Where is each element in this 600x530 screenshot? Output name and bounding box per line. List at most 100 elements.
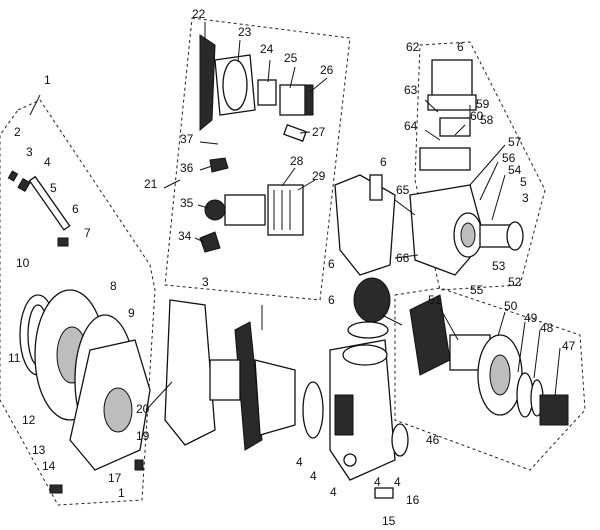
bevel-gear-part [209, 157, 229, 173]
callout-4-e: 4 [330, 485, 337, 499]
callouts: 1 2 3 4 5 6 7 8 9 10 11 12 13 14 17 1 19… [8, 7, 576, 528]
callout-19: 19 [136, 429, 150, 443]
side-gear-part [199, 231, 221, 253]
group-frame-top-right [414, 41, 546, 291]
callout-60: 60 [470, 109, 484, 123]
callout-59: 59 [476, 97, 490, 111]
callout-24: 24 [260, 42, 274, 56]
housing-top-bore [342, 344, 388, 366]
callout-34: 34 [178, 229, 192, 243]
callout-66: 66 [396, 251, 410, 265]
bottom-right-assembly [409, 294, 569, 426]
shaft-part [28, 175, 71, 231]
ring-gear-part [234, 321, 263, 451]
callout-2: 2 [14, 125, 21, 139]
callout-62: 62 [406, 40, 420, 54]
valve-block-part [431, 59, 473, 101]
callout-51: 51 [428, 293, 442, 307]
center-motor [334, 174, 396, 339]
callout-6-motor: 6 [380, 155, 387, 169]
callout-22: 22 [192, 7, 206, 21]
callout-7: 7 [84, 226, 91, 240]
callout-1: 1 [44, 73, 51, 87]
motor-output-shaft [369, 174, 383, 201]
callout-5-right: 5 [520, 175, 527, 189]
callout-4: 4 [44, 155, 51, 169]
side-plug-part [391, 423, 409, 457]
carrier-hub [222, 59, 248, 111]
callout-54: 54 [508, 163, 522, 177]
callout-21: 21 [144, 177, 158, 191]
callout-12: 12 [22, 413, 36, 427]
callout-15: 15 [382, 514, 396, 528]
callout-17: 17 [108, 471, 122, 485]
callout-1-bottom: 1 [118, 486, 125, 500]
pinion-washer-part [347, 321, 389, 339]
callout-6-pinion: 6 [328, 293, 335, 307]
needle-bearing-part [267, 184, 304, 236]
callout-50: 50 [504, 299, 518, 313]
callout-26: 26 [320, 63, 334, 77]
side-flange-part [164, 299, 216, 446]
callout-25: 25 [284, 51, 298, 65]
callout-6: 6 [72, 202, 79, 216]
nameplate-part [374, 487, 394, 499]
callout-4-b: 4 [310, 469, 317, 483]
top-center-assembly [199, 34, 314, 253]
callout-64: 64 [404, 119, 418, 133]
hydraulic-motor-part [334, 174, 396, 276]
callout-13: 13 [32, 443, 46, 457]
callout-63: 63 [404, 83, 418, 97]
callout-56: 56 [502, 151, 516, 165]
left-assembly [7, 170, 151, 494]
callout-3-right: 3 [522, 191, 529, 205]
manifold-plate-part [419, 147, 471, 171]
callout-16: 16 [406, 493, 420, 507]
callout-29: 29 [312, 169, 326, 183]
key-part [57, 237, 69, 247]
bolt-part [49, 484, 63, 494]
callout-46: 46 [426, 433, 440, 447]
callout-10: 10 [16, 256, 30, 270]
callout-65: 65 [396, 183, 410, 197]
gear-shaft-part [224, 194, 266, 226]
callout-20: 20 [136, 402, 150, 416]
valve-spool-part [439, 117, 471, 137]
bearing-part [279, 84, 306, 116]
callout-8: 8 [110, 279, 117, 293]
callout-3: 3 [26, 145, 33, 159]
pin-27-part [283, 124, 307, 142]
spider-gear-part [204, 199, 226, 221]
callout-6-top: 6 [457, 40, 464, 54]
group-frame-bottom-right [394, 287, 586, 471]
crown-gear-part [409, 294, 451, 376]
gear-ring-part [199, 34, 216, 132]
callout-36: 36 [180, 161, 194, 175]
housing-slot-part [334, 394, 354, 436]
callout-3-center: 3 [202, 275, 209, 289]
leader-lines [29, 22, 561, 411]
output-spline-part [209, 359, 241, 401]
callout-35: 35 [180, 196, 194, 210]
motor-seal-part [506, 221, 524, 251]
callout-47: 47 [562, 339, 576, 353]
callout-27: 27 [312, 125, 326, 139]
callout-48: 48 [540, 321, 554, 335]
callout-53: 53 [492, 259, 506, 273]
group-frame-top-center [164, 17, 351, 301]
callout-57: 57 [508, 135, 522, 149]
callout-23: 23 [238, 25, 252, 39]
main-gearbox [164, 299, 409, 499]
housing-bore [103, 387, 133, 433]
retaining-ring-part [304, 84, 314, 116]
callout-9: 9 [128, 306, 135, 320]
end-nut-part [539, 394, 569, 426]
callout-6-left: 6 [328, 257, 335, 271]
spacer-part [257, 79, 277, 106]
callout-4-c: 4 [394, 475, 401, 489]
drain-plug-part [343, 453, 357, 467]
pin-part [7, 170, 19, 182]
callout-14: 14 [42, 459, 56, 473]
